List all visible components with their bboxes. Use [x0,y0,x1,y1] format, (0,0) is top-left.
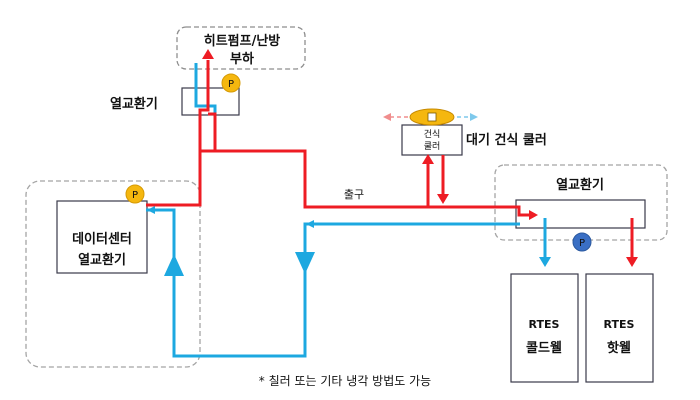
hot-pipe-dc-to-header [146,149,530,217]
arrow-red-up-load [202,49,214,59]
dc-hx-label-line1: 데이터센터 [72,231,132,247]
arrow-blue-up-large [164,254,184,276]
pump-datacenter: P [125,184,145,204]
dry-cooler-box [401,124,463,156]
arrow-red-down-hot-well [626,257,638,267]
rtes-hot-line1: RTES [604,318,635,331]
rtes-hot-well-box [585,273,654,383]
hot-pipe-top-hx-inner [208,112,217,151]
top-hx-label: 열교환기 [110,96,158,112]
cold-pipe-main-loop [146,208,520,358]
hot-pipe-to-load [198,60,210,151]
rtes-hx-box [515,199,646,229]
arrow-blue-down-large [295,252,315,274]
rtes-cold-line2: 콜드웰 [526,341,562,356]
outlet-label: 출구 [344,188,364,201]
dry-cooler-title: 대기 건식 쿨러 [466,132,547,148]
dry-cooler-fan-hub [427,112,437,122]
pump-load: P [221,73,241,93]
dc-hx-label-line2: 열교환기 [78,252,126,268]
load-dashed-frame [176,26,306,70]
arrow-blue-left-dc [147,206,155,214]
dry-cooler-box-line1: 건식 [424,129,441,140]
svg-text:P: P [132,190,138,201]
rtes-cold-well-box [510,273,579,383]
rtes-hot-line2: 핫웰 [607,340,631,356]
arrow-red-right-to-hx [529,210,538,220]
cold-pipes [146,63,547,358]
arrow-red-down-from-cooler [437,194,449,204]
arrow-red-left-exhaust [383,113,391,121]
arrow-blue-right-intake [470,113,478,121]
svg-text:P: P [579,238,585,249]
dry-cooler-box-line2: 쿨러 [424,141,441,152]
load-label-line1: 히트펌프/난방 [204,33,281,49]
hot-pipes [146,60,634,258]
arrow-blue-down-cold-well [539,257,551,267]
svg-text:P: P [228,79,234,90]
rtes-cold-line1: RTES [529,318,560,331]
pump-rtes: P [572,232,592,252]
arrow-red-up-dry-cooler [422,154,434,164]
load-label-line2: 부하 [230,51,254,67]
arrow-blue-left-hx [306,220,314,228]
rtes-hx-dashed-frame [494,164,668,241]
datacenter-dashed-frame [25,180,201,368]
datacenter-hx-box [56,200,148,274]
footnote: * 칠러 또는 기타 냉각 방법도 가능 [259,374,431,388]
rtes-hx-label: 열교환기 [556,177,604,193]
